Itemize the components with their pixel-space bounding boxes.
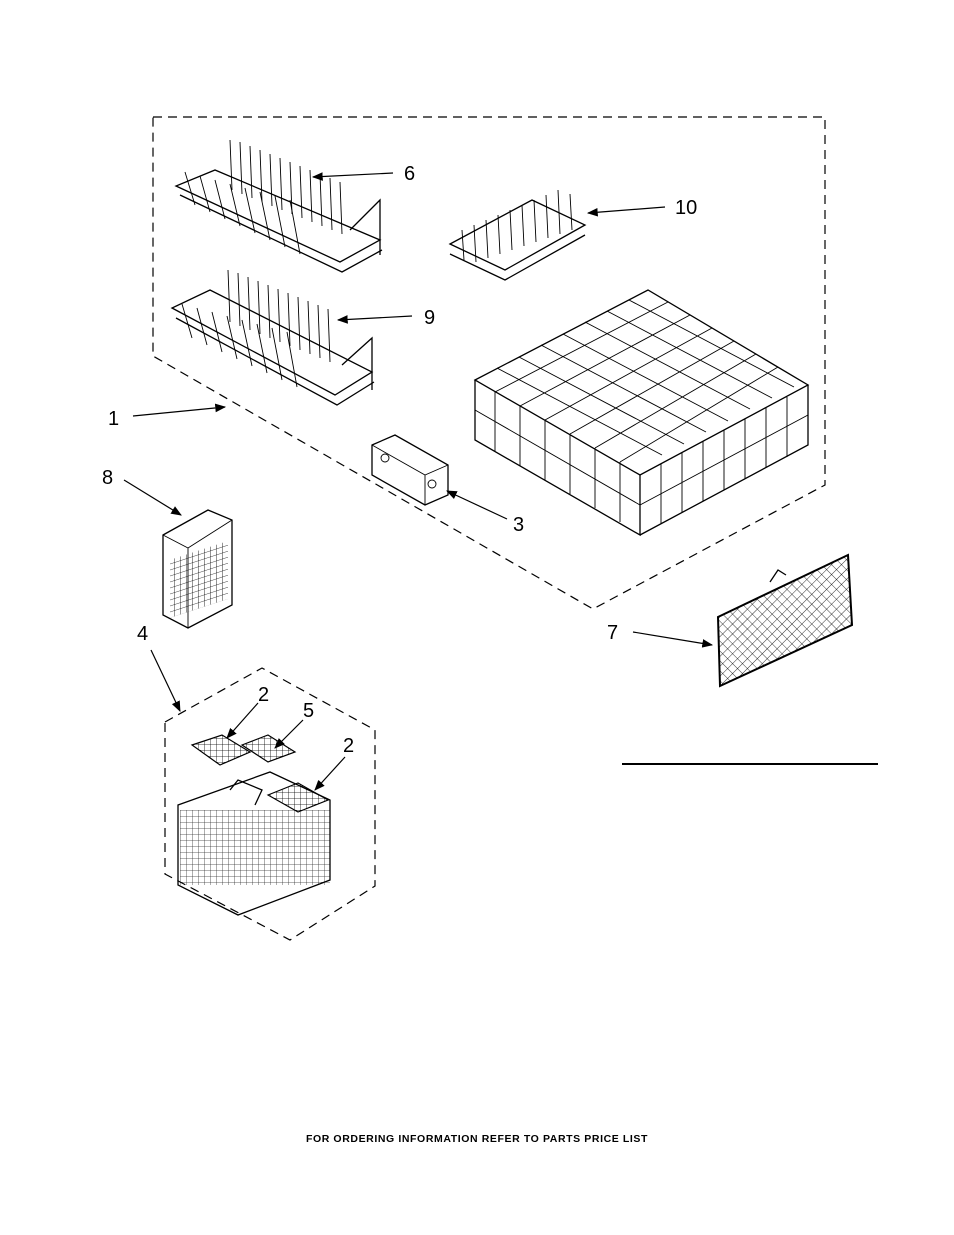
basket-lid-right — [268, 783, 328, 812]
small-cutlery-basket — [163, 510, 232, 628]
leader-7 — [633, 632, 712, 645]
callout-2b: 2 — [343, 735, 354, 757]
leader-5 — [275, 720, 303, 748]
callout-3: 3 — [513, 514, 524, 536]
callout-4: 4 — [137, 623, 148, 645]
rack-clip — [372, 435, 448, 505]
leader-6 — [313, 173, 393, 177]
callout-7: 7 — [607, 622, 618, 644]
leader-2b — [315, 757, 345, 790]
rack-assembly-outline — [153, 117, 825, 609]
leader-3 — [447, 491, 507, 519]
callout-5: 5 — [303, 700, 314, 722]
leader-8 — [124, 480, 181, 515]
lower-rack-basket — [475, 290, 808, 535]
tine-row-lower — [172, 270, 374, 405]
basket-assembly-outline — [165, 668, 375, 940]
callout-1: 1 — [108, 408, 119, 430]
leader-10 — [588, 207, 665, 213]
leader-1 — [133, 407, 225, 416]
tine-row-upper — [176, 140, 382, 272]
callout-8: 8 — [102, 467, 113, 489]
callout-6: 6 — [404, 163, 415, 185]
leader-2a — [227, 703, 258, 738]
small-tine-row — [450, 190, 585, 280]
basket-lid-left — [192, 735, 250, 765]
callout-10: 10 — [675, 197, 697, 219]
callout-9: 9 — [424, 307, 435, 329]
leader-4 — [151, 650, 180, 711]
ordering-info-footer: FOR ORDERING INFORMATION REFER TO PARTS … — [0, 1133, 954, 1145]
mesh-filter-panel — [718, 555, 852, 686]
leader-9 — [338, 316, 412, 320]
basket-lid-small — [242, 735, 295, 762]
callout-2a: 2 — [258, 684, 269, 706]
